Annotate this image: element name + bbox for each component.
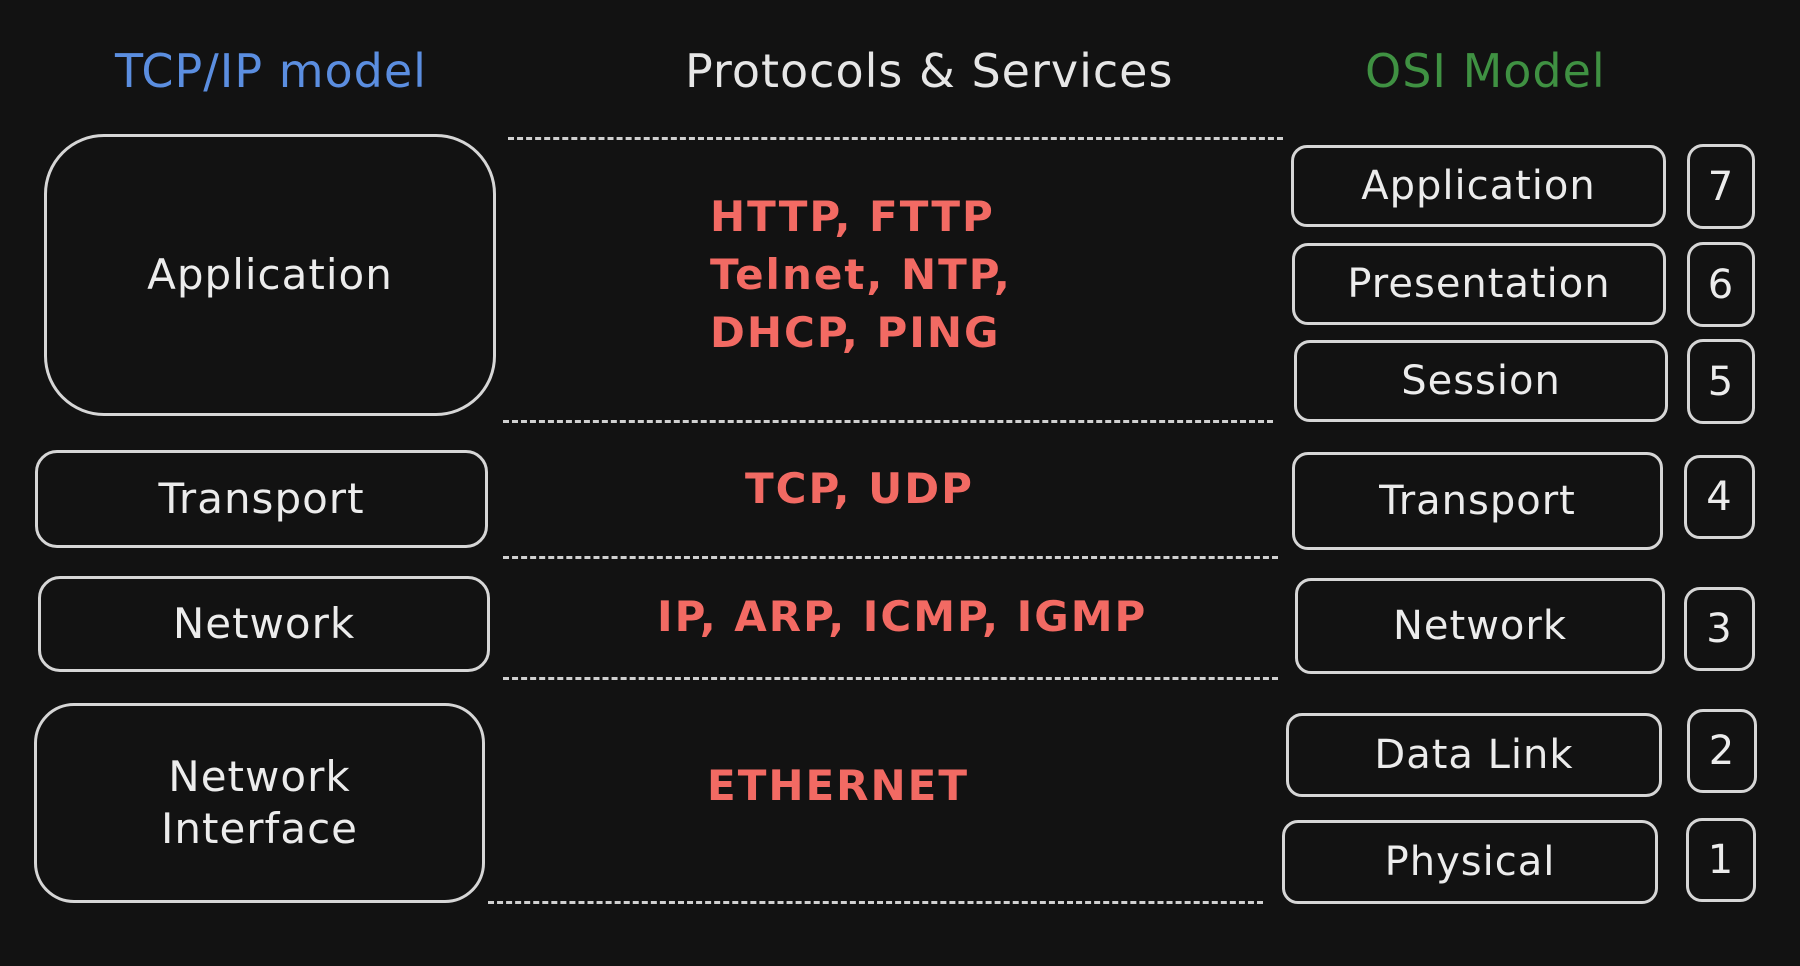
separator-transport-network <box>503 556 1278 559</box>
protocols-application-line-1: HTTP, FTTP <box>710 192 995 241</box>
osi-number-7-label: 7 <box>1707 163 1735 210</box>
osi-number-1-label: 1 <box>1707 837 1735 883</box>
tcp-layer-transport: Transport <box>35 450 488 548</box>
osi-layer-data-link-label: Data Link <box>1374 732 1574 778</box>
osi-layer-session: Session <box>1294 340 1668 422</box>
protocols-network-interface: ETHERNET <box>707 761 970 810</box>
osi-number-4-label: 4 <box>1706 474 1733 520</box>
protocols-application-line-3: DHCP, PING <box>710 308 1001 357</box>
osi-number-6-label: 6 <box>1707 261 1735 308</box>
osi-model-title: OSI Model <box>1365 44 1606 98</box>
tcp-layer-network-interface-line-2: Interface <box>160 804 359 853</box>
protocols-network: IP, ARP, ICMP, IGMP <box>657 592 1148 641</box>
osi-number-1: 1 <box>1686 818 1756 902</box>
osi-layer-presentation-label: Presentation <box>1347 261 1611 307</box>
tcp-ip-model-title: TCP/IP model <box>115 44 427 98</box>
osi-layer-application: Application <box>1291 145 1666 227</box>
osi-layer-session-label: Session <box>1401 358 1561 404</box>
protocols-services-title: Protocols & Services <box>685 44 1174 98</box>
tcp-layer-network-interface: Network Interface <box>34 703 485 903</box>
osi-number-6: 6 <box>1687 242 1755 327</box>
osi-number-2-label: 2 <box>1708 728 1736 774</box>
osi-number-7: 7 <box>1687 144 1755 229</box>
tcp-layer-application: Application <box>44 134 496 416</box>
tcp-layer-network-label: Network <box>172 598 356 648</box>
separator-top <box>508 137 1283 140</box>
osi-layer-physical: Physical <box>1282 820 1658 904</box>
protocols-transport: TCP, UDP <box>745 464 974 513</box>
osi-layer-network: Network <box>1295 578 1665 674</box>
protocols-application: HTTP, FTTP Telnet, NTP, DHCP, PING <box>710 188 1012 362</box>
tcp-layer-transport-label: Transport <box>158 473 365 523</box>
osi-layer-transport-label: Transport <box>1379 478 1576 524</box>
osi-layer-data-link: Data Link <box>1286 713 1662 797</box>
osi-number-5: 5 <box>1687 339 1755 424</box>
osi-layer-presentation: Presentation <box>1292 243 1666 325</box>
osi-layer-transport: Transport <box>1292 452 1663 550</box>
tcp-layer-network: Network <box>38 576 490 672</box>
osi-layer-physical-label: Physical <box>1384 839 1556 885</box>
osi-number-4: 4 <box>1684 455 1755 539</box>
tcp-layer-network-interface-label: Network Interface <box>161 751 358 856</box>
separator-bottom <box>488 901 1263 904</box>
osi-layer-network-label: Network <box>1392 603 1567 649</box>
osi-number-5-label: 5 <box>1707 358 1735 405</box>
tcp-layer-network-interface-line-1: Network <box>168 751 351 801</box>
osi-layer-application-label: Application <box>1361 163 1596 209</box>
separator-network-interface <box>503 677 1278 680</box>
osi-number-3: 3 <box>1684 587 1755 671</box>
tcp-layer-application-label: Application <box>147 249 393 299</box>
osi-number-3-label: 3 <box>1706 606 1733 652</box>
protocols-application-line-2: Telnet, NTP, <box>710 250 1012 299</box>
osi-number-2: 2 <box>1687 709 1757 793</box>
separator-application-transport <box>503 420 1273 423</box>
